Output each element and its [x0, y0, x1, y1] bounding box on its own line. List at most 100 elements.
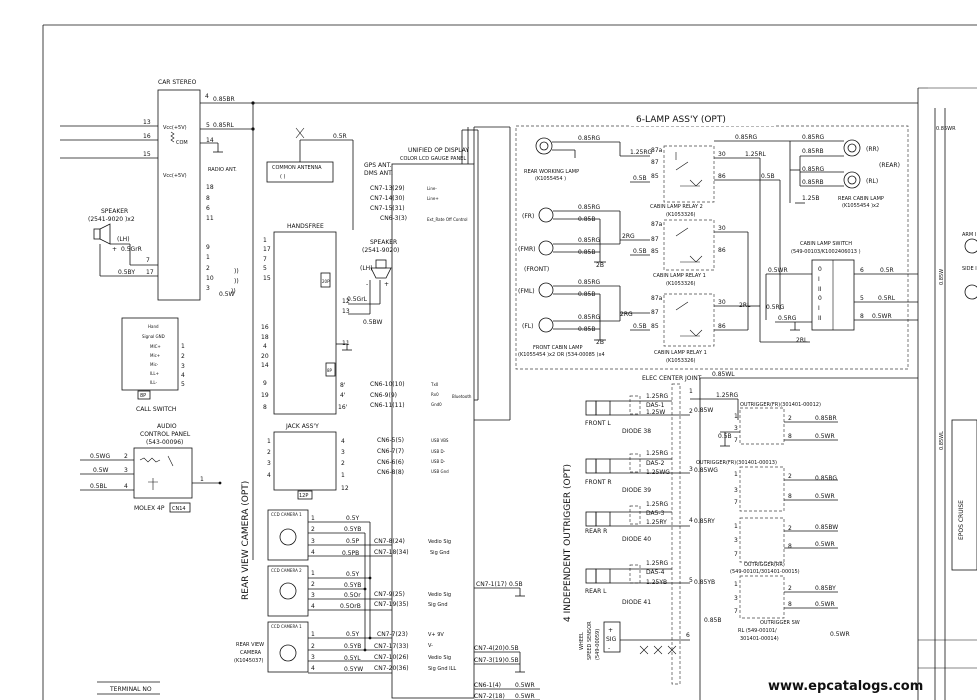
wire-0-5grr: 0.5GrR [121, 246, 142, 253]
call-switch: Hand Signal GND MIC+ Mic+ Mic- ILL+ ILL-… [121, 317, 185, 413]
svg-text:I: I [818, 276, 820, 283]
svg-text:87: 87 [651, 159, 659, 166]
pin-3: 3 [206, 285, 210, 292]
svg-text:0.85RG: 0.85RG [578, 204, 601, 211]
svg-text:CCD CAMERA 2: CCD CAMERA 2 [271, 568, 302, 573]
svg-text:0.5Y: 0.5Y [346, 515, 360, 522]
cn14-label: CN14 [172, 506, 186, 512]
svg-text:2RL: 2RL [739, 302, 751, 309]
svg-text:USB Gnd: USB Gnd [431, 469, 449, 474]
svg-text:0.5B: 0.5B [633, 323, 647, 330]
svg-text:85: 85 [651, 248, 659, 255]
svg-text:Tx0: Tx0 [430, 382, 439, 387]
svg-text:Vedio Sig: Vedio Sig [428, 592, 451, 598]
svg-text:2B: 2B [596, 339, 604, 346]
rear-view-cameras: REAR VIEW CAMERA (OPT) CCD CAMERA 1 CCD … [234, 481, 392, 674]
svg-text:86: 86 [718, 173, 726, 180]
svg-text:2: 2 [788, 415, 792, 422]
svg-text:2: 2 [788, 473, 792, 480]
svg-text:0.85B: 0.85B [578, 326, 595, 333]
svg-text:4: 4 [689, 517, 693, 524]
svg-text:0.85RG: 0.85RG [802, 134, 825, 141]
svg-text:8: 8 [788, 493, 792, 500]
outrigger-rr-label: OUTRIGGER(RR) [744, 562, 785, 568]
svg-text:0.85RG: 0.85RG [578, 237, 601, 244]
svg-text:SIG: SIG [606, 636, 617, 643]
dms-label: DMS ANT. [364, 170, 393, 177]
pin-5: 5 [206, 122, 210, 129]
svg-text:0.85WL: 0.85WL [939, 431, 945, 450]
car-stereo-block: CAR STEREO Vcc(+5V) COM Vcc(+5V) 13 16 1… [60, 79, 918, 560]
svg-text:1.25RG: 1.25RG [646, 450, 669, 457]
handsfree-title: HANDSFREE [287, 223, 324, 230]
svg-text:SIDE I: SIDE I [962, 266, 977, 272]
svg-text:8: 8 [788, 543, 792, 550]
svg-text:8: 8 [788, 433, 792, 440]
svg-text:0.85B: 0.85B [578, 249, 595, 256]
svg-text:USB D-: USB D- [431, 459, 446, 464]
audio-title2: CONTROL PANEL [140, 431, 191, 438]
svg-text:1.25RY: 1.25RY [646, 519, 667, 526]
svg-text:0.85B: 0.85B [704, 617, 721, 624]
diode-40-label: DIODE 40 [622, 536, 651, 543]
rear-cabin-lamp-label: REAR CABIN LAMP [838, 196, 884, 202]
svg-text:(FL): (FL) [522, 323, 533, 330]
svg-text:3: 3 [341, 449, 345, 456]
svg-text:1.25WG: 1.25WG [646, 469, 670, 476]
wire-0-5w: 0.5W [219, 291, 235, 298]
svg-text:3: 3 [311, 654, 315, 661]
svg-text:II: II [818, 315, 822, 322]
svg-text:CN6-5(5): CN6-5(5) [377, 437, 404, 444]
svg-text:18: 18 [261, 334, 269, 341]
speaker-left-title: SPEAKER [101, 208, 128, 215]
lamp-assy-title: 6-LAMP ASS'Y (OPT) [636, 115, 726, 125]
svg-text:1: 1 [689, 388, 693, 395]
svg-text:Mic+: Mic+ [150, 353, 160, 358]
radio-ant-label: RADIO ANT. [208, 167, 237, 173]
svg-text:4: 4 [124, 483, 128, 490]
svg-text:3: 3 [124, 467, 128, 474]
svg-text:EPOS CRUISE: EPOS CRUISE [958, 500, 965, 540]
svg-text:0.5RL: 0.5RL [878, 295, 896, 302]
svg-text:12: 12 [342, 298, 350, 305]
svg-text:CAMERA: CAMERA [240, 650, 262, 656]
pin-2: 2 [206, 265, 210, 272]
svg-text:CCD CAMERA 1: CCD CAMERA 1 [271, 512, 302, 517]
svg-text:0.85YB: 0.85YB [694, 579, 715, 586]
svg-text:)): )) [234, 278, 239, 285]
svg-text:0.85BY: 0.85BY [815, 585, 836, 592]
svg-text:Hand: Hand [148, 324, 159, 329]
svg-text:6: 6 [860, 267, 864, 274]
svg-text:16': 16' [338, 404, 348, 411]
svg-text:20P: 20P [322, 279, 330, 284]
relay1b-label: CABIN LAMP RELAY 1 [654, 350, 707, 356]
svg-text:8P: 8P [327, 368, 333, 373]
svg-text:0: 0 [818, 266, 822, 273]
svg-text:87: 87 [651, 236, 659, 243]
front-r-label: FRONT R [585, 479, 612, 486]
svg-text:CN7-17(33): CN7-17(33) [374, 643, 409, 650]
svg-text:0.5WR: 0.5WR [515, 693, 535, 700]
svg-text:CN7-9(25): CN7-9(25) [374, 591, 405, 598]
svg-text:1.25RG: 1.25RG [630, 149, 653, 156]
svg-text:V-: V- [428, 643, 433, 649]
svg-text:13: 13 [342, 308, 350, 315]
svg-text:4: 4 [311, 665, 315, 672]
speaker-mid-title: SPEAKER [370, 239, 397, 246]
svg-text:7: 7 [734, 499, 738, 506]
svg-text:USB D-: USB D- [431, 449, 446, 454]
svg-text:87: 87 [651, 309, 659, 316]
svg-text:0.5Y: 0.5Y [346, 571, 360, 578]
svg-text:Ext_Rate Off Control: Ext_Rate Off Control [427, 217, 468, 222]
svg-text:3: 3 [181, 363, 185, 370]
outrigger-sw-label: OUTRIGGER SW [760, 620, 800, 626]
call-switch-badge: 8P [140, 393, 146, 399]
handsfree-module: HANDSFREE 1 17 7 5 15 16 18 4 20 14 9 19… [261, 223, 382, 415]
svg-text:Sig Gnd ILL: Sig Gnd ILL [428, 666, 456, 672]
svg-text:1.25W: 1.25W [646, 409, 665, 416]
svg-text:3: 3 [311, 592, 315, 599]
svg-text:1: 1 [734, 413, 738, 420]
svg-text:(FR): (FR) [522, 213, 534, 220]
svg-text:5: 5 [263, 265, 267, 272]
pin-14: 14 [206, 137, 214, 144]
